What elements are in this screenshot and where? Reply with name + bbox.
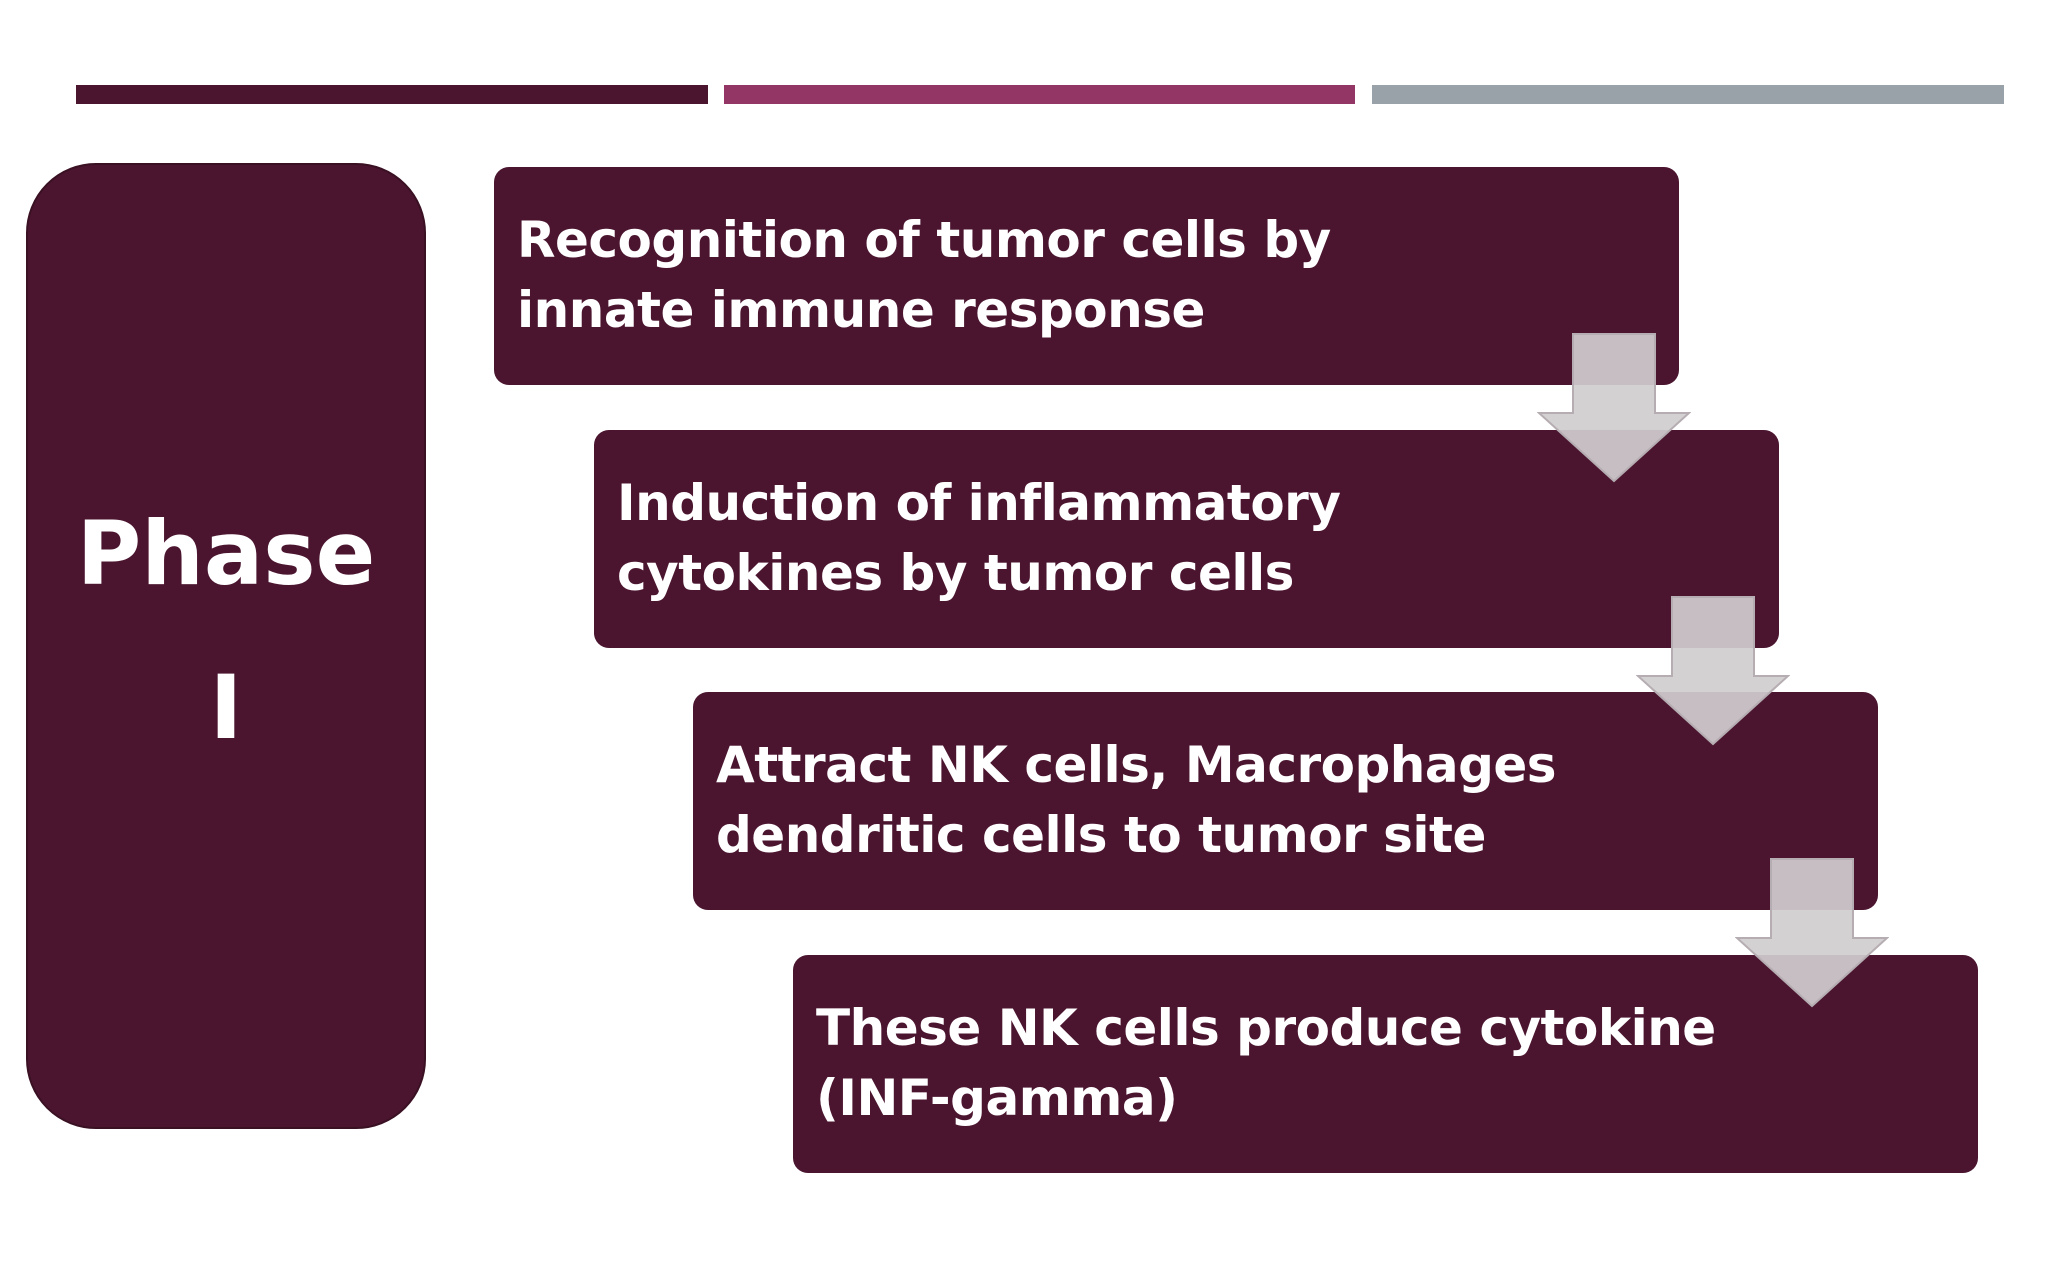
step-2-line-1: Induction of inflammatory [617, 474, 1341, 532]
down-arrow-icon-2 [1636, 596, 1790, 746]
step-4-line-1: These NK cells produce cytokine [816, 999, 1716, 1057]
step-box-1: Recognition of tumor cells by innate imm… [494, 167, 1679, 385]
phase-number: I [209, 656, 243, 759]
step-box-2: Induction of inflammatory cytokines by t… [594, 430, 1779, 648]
step-3-line-1: Attract NK cells, Macrophages [716, 736, 1557, 794]
top-bar-magenta [724, 85, 1355, 104]
phase-title: Phase [76, 502, 376, 605]
top-bar-gray [1372, 85, 2004, 104]
step-4-line-2: (INF-gamma) [816, 1069, 1178, 1127]
down-arrow-icon-3 [1735, 858, 1889, 1008]
step-box-4: These NK cells produce cytokine (INF-gam… [793, 955, 1978, 1173]
phase-box: Phase I [26, 163, 426, 1129]
step-box-3: Attract NK cells, Macrophages dendritic … [693, 692, 1878, 910]
down-arrow-icon-1 [1537, 333, 1691, 483]
step-2-line-2: cytokines by tumor cells [617, 544, 1294, 602]
top-bar-dark [76, 85, 708, 104]
step-3-line-2: dendritic cells to tumor site [716, 806, 1486, 864]
step-1-line-2: innate immune response [517, 281, 1205, 339]
step-1-line-1: Recognition of tumor cells by [517, 211, 1331, 269]
